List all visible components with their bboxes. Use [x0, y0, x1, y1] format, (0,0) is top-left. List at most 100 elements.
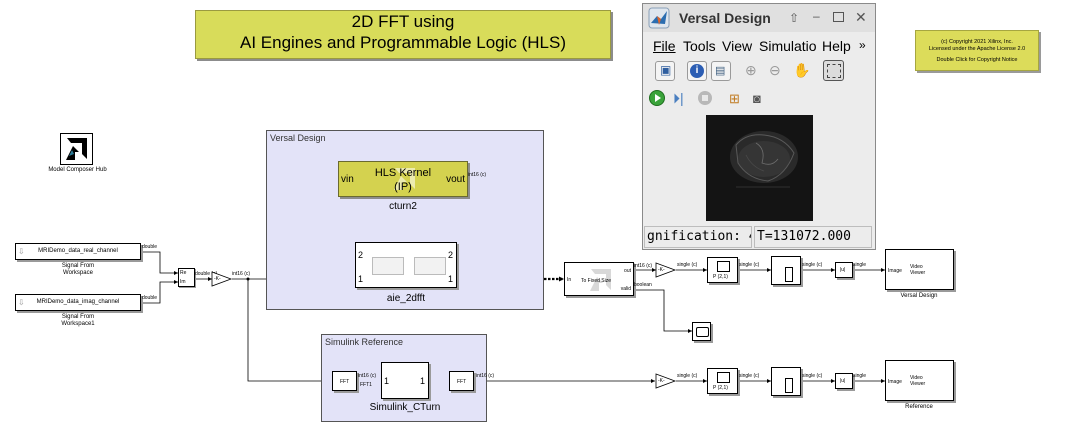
- fft1-label: FFT: [340, 379, 350, 385]
- port-re: Re: [180, 270, 187, 276]
- real-imag-to-complex-block[interactable]: Re Im: [178, 268, 195, 287]
- properties-button[interactable]: ▤: [711, 61, 731, 81]
- video-name-1: Video: [910, 264, 923, 270]
- highlight-block-button[interactable]: ⊞: [729, 90, 747, 108]
- pan-button[interactable]: ✋: [793, 62, 811, 80]
- title-line-1: 2D FFT using: [351, 12, 455, 31]
- fft-block-2[interactable]: FFT: [449, 371, 474, 391]
- gain-block-main[interactable]: [211, 271, 233, 287]
- menu-tools[interactable]: Tools: [683, 38, 716, 54]
- permute-block-bottom[interactable]: P (2,1): [707, 368, 738, 394]
- menu-simulation[interactable]: Simulatio: [759, 38, 817, 54]
- run-button[interactable]: [649, 90, 667, 108]
- zoom-out-button[interactable]: ⊖: [769, 62, 787, 80]
- hls-caption: cturn2: [389, 201, 417, 212]
- wire-label-double-1: double: [142, 244, 158, 250]
- menu-view[interactable]: View: [722, 38, 753, 54]
- menu-file[interactable]: File: [653, 38, 676, 54]
- menu-help[interactable]: Help: [822, 38, 851, 54]
- display-block[interactable]: [692, 322, 711, 341]
- abs-bottom-symbol: |u|: [840, 378, 846, 384]
- video-viewer-window[interactable]: Versal Design ⇧ – ✕ File Tools View Simu…: [642, 3, 876, 250]
- source-caption-imag: Signal From Workspace1: [38, 314, 118, 328]
- fft-block-1[interactable]: FFT: [332, 371, 357, 391]
- hls-port-vin: vin: [341, 174, 354, 185]
- zoom-in-button[interactable]: ⊕: [745, 62, 763, 80]
- to-fixed-size-block[interactable]: In To Fixed Size out valid: [564, 262, 634, 296]
- source-caption-line: Workspace1: [61, 321, 95, 327]
- window-titlebar[interactable]: Versal Design ⇧ – ✕: [643, 4, 875, 32]
- window-close-button[interactable]: ✕: [855, 9, 867, 25]
- wire-label-ref-1: int16 (c): [358, 373, 377, 379]
- wire-label-fixed-in: int16 (c): [634, 263, 653, 269]
- wire-label-top-gain: single (c): [677, 262, 698, 268]
- source-value-imag: MRIDemo_data_imag_channel: [36, 299, 120, 305]
- wire-label-boolean: boolean: [634, 282, 652, 288]
- reshape-block-bottom[interactable]: [771, 367, 801, 396]
- copyright-annotation[interactable]: (c) Copyright 2021 Xilinx, Inc. Licensed…: [915, 30, 1039, 71]
- download-icon: ⇩: [18, 247, 25, 256]
- wire-label-int16-hls: int16 (c): [468, 172, 487, 178]
- permute-bottom-label: P (2,1): [713, 385, 728, 391]
- info-button[interactable]: i: [687, 61, 707, 81]
- permute-block-top[interactable]: P (2,1): [707, 257, 738, 283]
- source-value-real: MRIDemo_data_real_channel: [38, 248, 118, 254]
- copyright-line-1: (c) Copyright 2021 Xilinx, Inc.: [941, 39, 1013, 45]
- aie-port-out-1: 1: [447, 274, 453, 284]
- source-block-imag[interactable]: ⇩ MRIDemo_data_imag_channel: [15, 294, 141, 311]
- step-forward-button[interactable]: ⏵|: [673, 90, 691, 108]
- source-caption-real: Signal From Workspace: [38, 263, 118, 277]
- aie-graph-icon: [414, 257, 446, 275]
- fft2-label: FFT: [457, 379, 467, 385]
- wire-label-double-c: double (c): [195, 271, 218, 277]
- port-im: Im: [180, 279, 186, 285]
- title-annotation[interactable]: 2D FFT using AI Engines and Programmable…: [195, 10, 611, 59]
- model-composer-hub-block[interactable]: [60, 133, 93, 165]
- menu-more[interactable]: »: [859, 38, 866, 52]
- gain-block-top[interactable]: [655, 262, 677, 278]
- source-block-real[interactable]: ⇩ MRIDemo_data_real_channel: [15, 243, 141, 260]
- hls-kernel-block[interactable]: HLS Kernel (IP) vin vout: [338, 161, 468, 197]
- snapshot-button[interactable]: ◙: [753, 90, 771, 108]
- fixed-port-in: In: [567, 277, 572, 283]
- aie-port-in-1: 1: [358, 274, 364, 284]
- window-maximize-button[interactable]: [833, 12, 844, 22]
- gain-block-bottom[interactable]: [655, 373, 677, 389]
- video-viewer-block-top[interactable]: Image Video Viewer: [885, 249, 954, 290]
- simulink-cturn-block[interactable]: 1 1: [381, 362, 429, 399]
- pan-hand-icon: ✋: [793, 62, 811, 78]
- reshape-block-top[interactable]: [771, 256, 801, 285]
- mri-scan-image: [730, 131, 798, 188]
- camera-icon: ◙: [753, 91, 761, 106]
- abs-block-bottom[interactable]: |u|: [835, 373, 853, 389]
- stop-button[interactable]: [697, 90, 715, 108]
- fit-to-view-button[interactable]: [823, 60, 844, 81]
- video-viewer-block-bottom[interactable]: Image Video Viewer: [885, 360, 954, 401]
- gain-top-symbol: -K-: [658, 267, 665, 273]
- title-line-2: AI Engines and Programmable Logic (HLS): [240, 33, 566, 52]
- hls-port-vout: vout: [446, 174, 465, 185]
- gain-symbol: -K-: [214, 276, 221, 282]
- fit-to-view-icon: [827, 64, 841, 78]
- wire-label-top-out: single: [853, 262, 867, 268]
- hls-kernel-name-1: HLS Kernel: [374, 167, 432, 179]
- zoom-out-icon: ⊖: [769, 62, 781, 78]
- download-icon: ⇩: [18, 298, 25, 307]
- abs-block-top[interactable]: |u|: [835, 262, 853, 278]
- info-icon: i: [690, 64, 704, 78]
- aie-2dfft-block[interactable]: 2 1 2 1: [355, 242, 457, 288]
- video-frame: [706, 115, 813, 221]
- status-sim-time: T=131072.000: [754, 226, 872, 248]
- window-restore-button[interactable]: ⇧: [789, 11, 800, 25]
- print-button[interactable]: ▣: [655, 61, 675, 81]
- fixed-label: To Fixed Size: [581, 278, 612, 284]
- reshape-icon: [785, 378, 793, 393]
- highlight-block-icon: ⊞: [729, 91, 740, 106]
- window-minimize-button[interactable]: –: [813, 9, 820, 23]
- video-name-2: Viewer: [910, 270, 926, 276]
- aie-caption: aie_2dfft: [386, 293, 426, 304]
- wire-label-bot-p: single (c): [739, 373, 760, 379]
- aie-port-in-2: 2: [358, 250, 364, 260]
- wire-label-top-abs-in: single (c): [802, 262, 823, 268]
- zoom-in-icon: ⊕: [745, 62, 757, 78]
